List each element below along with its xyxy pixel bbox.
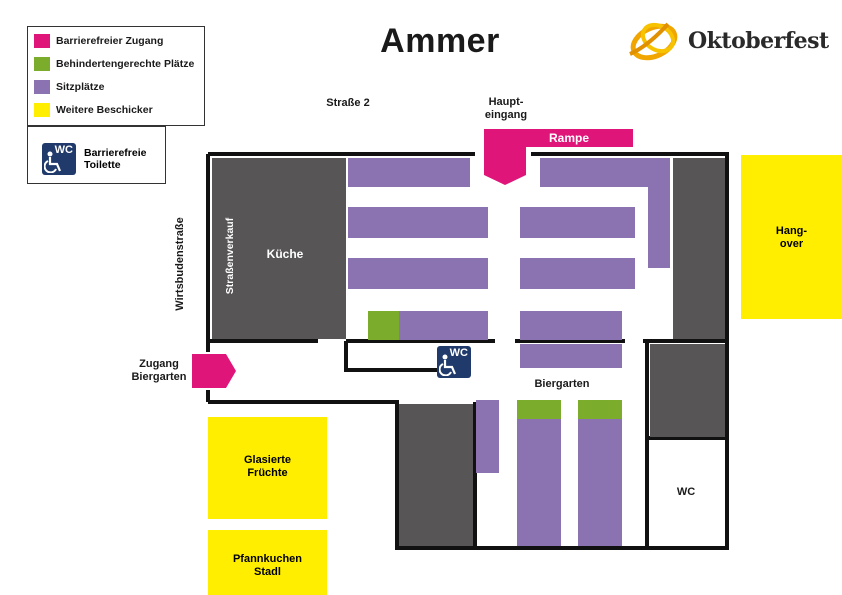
label-haupteingang: Haupt- eingang	[484, 96, 528, 121]
seating-row	[399, 311, 488, 340]
seating-row	[520, 344, 622, 368]
label-zugang-biergarten: Zugang Biergarten	[131, 358, 187, 383]
accessible-seating	[578, 400, 622, 419]
seating-row	[348, 258, 488, 289]
legend-swatch-access	[34, 34, 50, 48]
seating-row	[348, 207, 488, 238]
accessible-wc-icon: WC	[437, 346, 471, 378]
legend-swatch-seats	[34, 80, 50, 94]
vendor-pfannkuchen-stadl: Pfannkuchen Stadl	[208, 530, 327, 595]
legend-label: Weitere Beschicker	[56, 104, 153, 116]
seating-row	[578, 419, 622, 546]
legend-swatch-accessible-seats	[34, 57, 50, 71]
map-title: Ammer	[380, 22, 500, 60]
seating-row	[648, 158, 670, 268]
wheelchair-icon	[44, 151, 62, 173]
building-east	[673, 158, 725, 339]
label-kueche: Küche	[266, 247, 304, 261]
building-south	[399, 404, 473, 546]
ramp: Rampe	[484, 129, 633, 147]
legend-label: Behindertengerechte Plätze	[56, 58, 195, 70]
legend-label: Barrierefreier Zugang	[56, 35, 164, 47]
label-wc-room: WC	[676, 486, 696, 498]
accessible-wc-icon: WC	[42, 143, 76, 175]
legend-item-behindertengerechte-plaetze: Behindertengerechte Plätze	[34, 56, 194, 72]
accessible-seating	[368, 311, 399, 340]
legend-label: Sitzplätze	[56, 81, 105, 93]
seating-row	[520, 207, 635, 238]
label-strasse-2: Straße 2	[326, 97, 370, 109]
seating-row	[476, 400, 499, 473]
legend-wc: WC Barrierefreie Toilette	[27, 126, 166, 184]
legend-swatch-vendor	[34, 103, 50, 117]
oktoberfest-logo-mark	[629, 22, 678, 61]
legend: Barrierefreier Zugang Behindertengerecht…	[27, 26, 205, 126]
legend-item-sitzplaetze: Sitzplätze	[34, 79, 104, 95]
legend-item-weitere-beschicker: Weitere Beschicker	[34, 102, 153, 118]
label-glasierte-fruechte: Glasierte Früchte	[243, 454, 292, 479]
oktoberfest-logo-text: Oktoberfest	[688, 28, 829, 54]
label-pfannkuchen-stadl: Pfannkuchen Stadl	[232, 553, 303, 578]
label-hangover: Hang- over	[775, 225, 808, 250]
vendor-glasierte-fruechte: Glasierte Früchte	[208, 417, 327, 519]
wc-badge-text: WC	[54, 144, 73, 156]
wc-badge-text: WC	[449, 347, 468, 359]
accessible-seating	[517, 400, 561, 419]
label-strassenverkauf: Straßenverkauf	[224, 217, 236, 295]
kitchen-block	[212, 158, 346, 339]
seating-row	[517, 419, 561, 546]
oktoberfest-logo: Oktoberfest	[624, 16, 829, 66]
building-east-lower	[650, 344, 725, 437]
seating-row	[348, 158, 470, 187]
label-rampe: Rampe	[548, 131, 589, 145]
seating-row	[520, 258, 635, 289]
legend-item-barrierefreier-zugang: Barrierefreier Zugang	[34, 33, 163, 49]
biergarten-entrance-arrow	[192, 354, 236, 388]
vendor-hangover: Hang- over	[741, 155, 842, 319]
main-entrance-arrow	[484, 147, 526, 185]
seating-row	[520, 311, 622, 340]
legend-wc-label: Barrierefreie Toilette	[84, 147, 147, 171]
wheelchair-icon	[439, 354, 457, 376]
label-biergarten: Biergarten	[534, 378, 590, 390]
